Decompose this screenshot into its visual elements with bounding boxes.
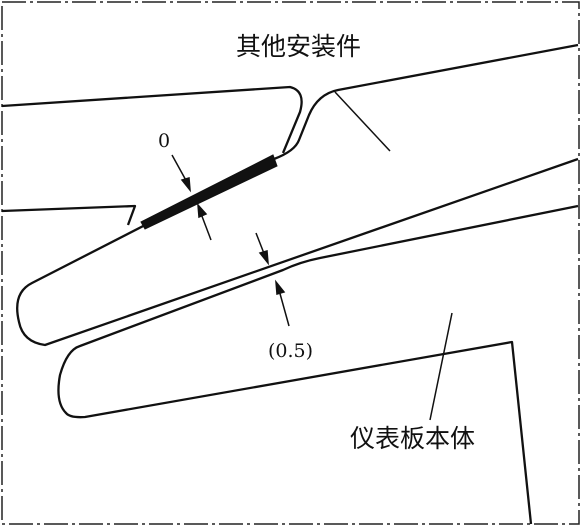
seal-strip xyxy=(140,154,278,230)
label-panel-body: 仪表板本体 xyxy=(350,424,476,453)
label-gap-zero: 0 xyxy=(158,130,171,152)
upper-part-outline xyxy=(1,85,303,226)
label-gap-half: (0.5) xyxy=(268,340,314,362)
gap-zero-dimension xyxy=(171,154,212,241)
leader-line-panel-body xyxy=(429,312,453,421)
label-other-parts: 其他安装件 xyxy=(236,32,362,61)
panel-body-outline xyxy=(57,204,579,525)
leader-line-other-parts xyxy=(334,91,391,152)
gap-half-dimension xyxy=(255,232,290,327)
